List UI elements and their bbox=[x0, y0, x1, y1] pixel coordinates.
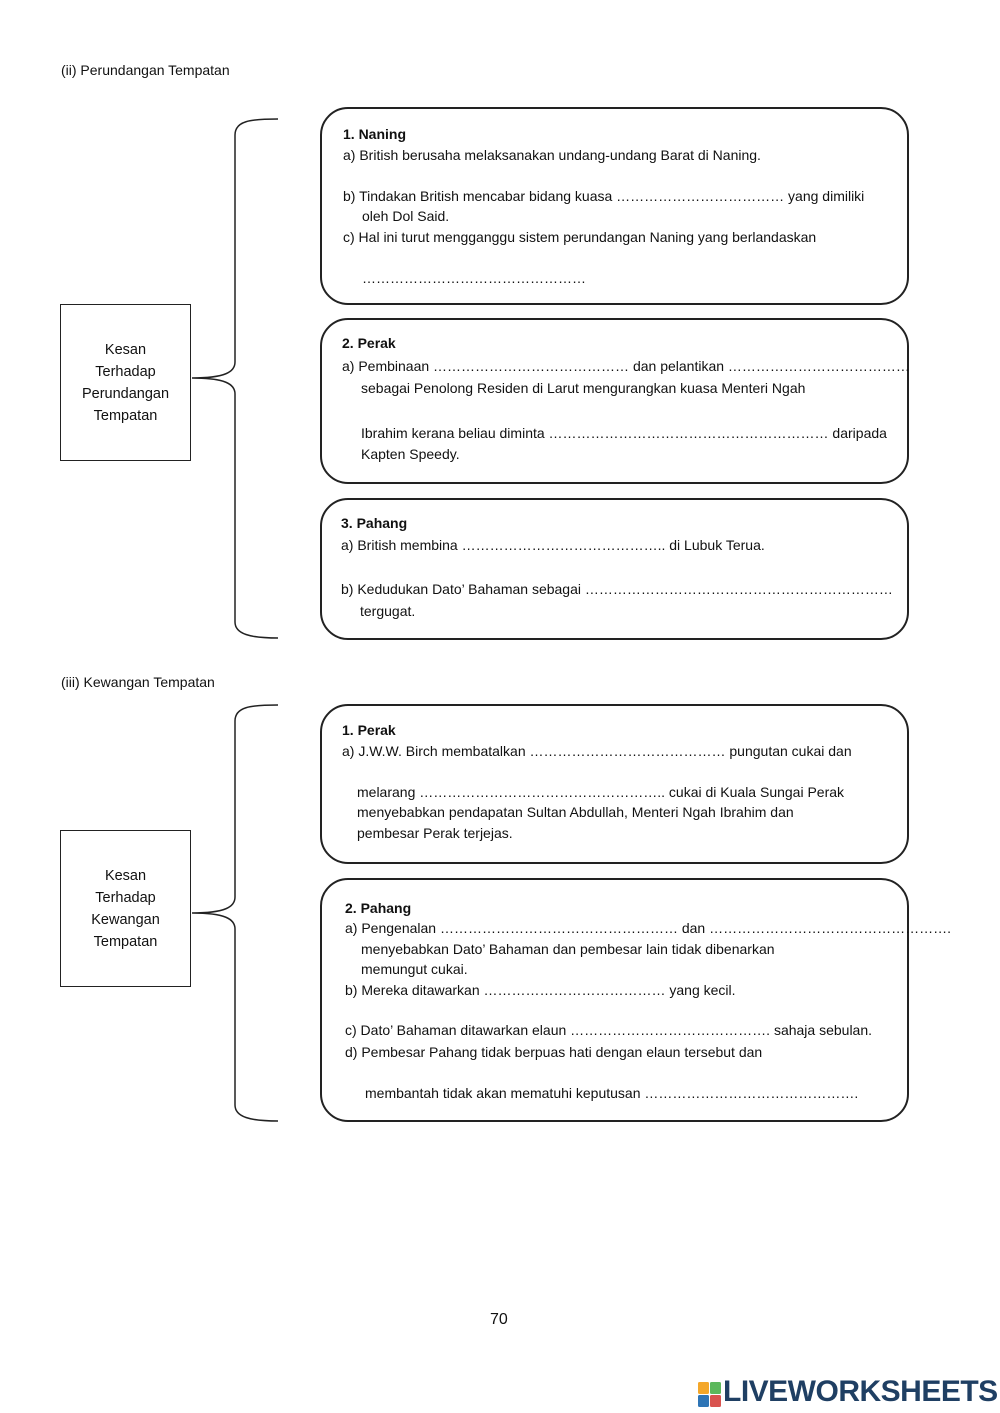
left-box-line: Terhadap bbox=[95, 363, 156, 380]
fill-blank-line[interactable]: b) Tindakan British mencabar bidang kuas… bbox=[343, 188, 865, 204]
box-perak-kewangan bbox=[320, 704, 909, 864]
brace-kewangan bbox=[191, 704, 279, 1122]
brace-perundangan bbox=[191, 118, 279, 639]
fill-blank-line[interactable]: ………………………………………… bbox=[362, 270, 586, 286]
text-line: c) Hal ini turut mengganggu sistem perun… bbox=[343, 229, 817, 245]
text-line: sebagai Penolong Residen di Larut mengur… bbox=[361, 380, 806, 396]
fill-blank-line[interactable]: membantah tidak akan mematuhi keputusan … bbox=[365, 1085, 859, 1101]
text-line: d) Pembesar Pahang tidak berpuas hati de… bbox=[345, 1044, 763, 1060]
text-line: Kapten Speedy. bbox=[361, 446, 460, 462]
left-box-line: Kewangan bbox=[91, 911, 160, 928]
box-pahang-kewangan bbox=[320, 878, 909, 1122]
fill-blank-line[interactable]: Ibrahim kerana beliau diminta …………………………… bbox=[361, 425, 887, 441]
fill-blank-line[interactable]: a) J.W.W. Birch membatalkan ………………………………… bbox=[342, 743, 852, 759]
left-box-line: Tempatan bbox=[93, 407, 158, 424]
left-box-line: Kesan bbox=[104, 867, 147, 884]
text-line: a) British berusaha melaksanakan undang-… bbox=[343, 147, 761, 163]
left-box-line: Kesan bbox=[104, 341, 147, 358]
text-line: memungut cukai. bbox=[361, 961, 468, 977]
left-box-line: Terhadap bbox=[95, 889, 156, 906]
left-box-line: Tempatan bbox=[93, 933, 158, 950]
text-line: oleh Dol Said. bbox=[362, 208, 450, 224]
box-heading: 2. Pahang bbox=[345, 900, 412, 916]
fill-blank-line[interactable]: b) Kedudukan Dato’ Bahaman sebagai ……………… bbox=[341, 581, 893, 597]
section-title-perundangan: (ii) Perundangan Tempatan bbox=[61, 62, 230, 78]
section-title-kewangan: (iii) Kewangan Tempatan bbox=[61, 674, 215, 690]
text-line: menyebabkan pendapatan Sultan Abdullah, … bbox=[357, 804, 794, 820]
liveworksheets-logo: LIVEWORKSHEETS bbox=[697, 1375, 998, 1412]
fill-blank-line[interactable]: a) Pengenalan …………………………………………… dan …………… bbox=[345, 920, 951, 936]
left-box-kewangan: Kesan Terhadap Kewangan Tempatan bbox=[60, 830, 191, 987]
box-heading: 1. Perak bbox=[342, 722, 396, 738]
box-heading: 1. Naning bbox=[343, 126, 407, 142]
left-box-perundangan: Kesan Terhadap Perundangan Tempatan bbox=[60, 304, 191, 461]
text-line: pembesar Perak terjejas. bbox=[357, 825, 513, 841]
page-number: 70 bbox=[490, 1311, 508, 1328]
left-box-line: Perundangan bbox=[81, 385, 170, 402]
fill-blank-line[interactable]: a) British membina …………………………………….. di L… bbox=[341, 537, 765, 553]
text-line: tergugat. bbox=[360, 603, 416, 619]
fill-blank-line[interactable]: melarang …………………………………………….. cukai di Ku… bbox=[357, 784, 845, 800]
fill-blank-line[interactable]: c) Dato’ Bahaman ditawarkan elaun ………………… bbox=[345, 1022, 873, 1038]
fill-blank-line[interactable]: a) Pembinaan …………………………………… dan pelantik… bbox=[342, 358, 910, 374]
box-naning bbox=[320, 107, 909, 305]
fill-blank-line[interactable]: b) Mereka ditawarkan ………………………………… yang … bbox=[345, 982, 736, 998]
logo-tiles-icon bbox=[698, 1382, 721, 1407]
box-heading: 2. Perak bbox=[342, 335, 396, 351]
box-pahang bbox=[320, 498, 909, 640]
text-line: menyebabkan Dato’ Bahaman dan pembesar l… bbox=[361, 941, 775, 957]
box-perak bbox=[320, 318, 909, 484]
logo-text: LIVEWORKSHEETS bbox=[723, 1375, 998, 1408]
box-heading: 3. Pahang bbox=[341, 515, 408, 531]
